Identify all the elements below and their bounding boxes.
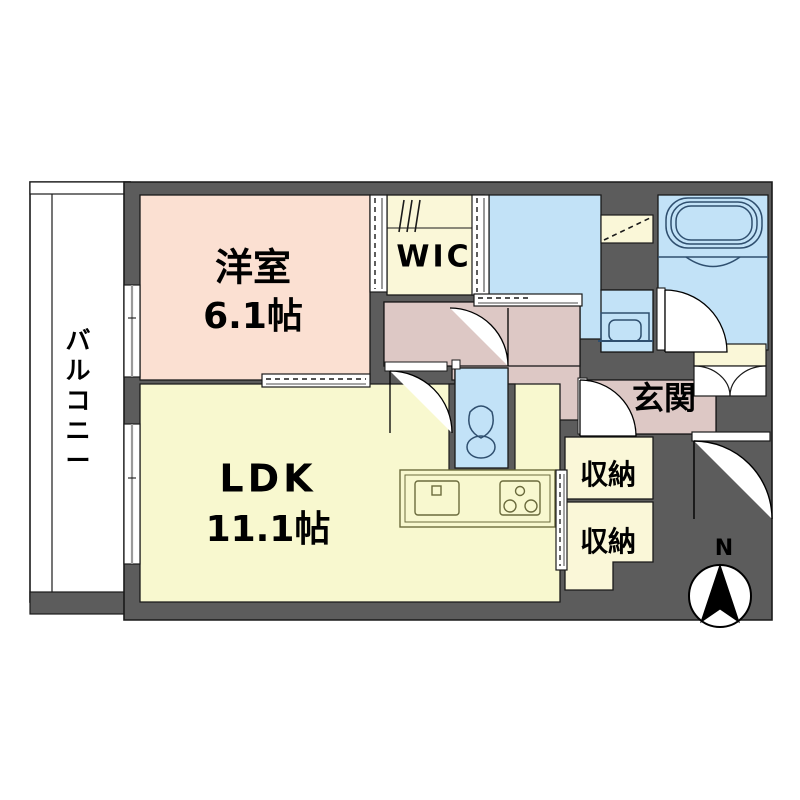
room-bedroom <box>139 194 371 381</box>
label-entrance: 玄関 <box>632 379 696 417</box>
hall-wic-partition[interactable] <box>473 293 583 307</box>
washroom-bath-approach <box>600 289 654 353</box>
label-ldk-area: 11.1帖 <box>206 509 331 550</box>
toilet-icon <box>466 405 496 459</box>
kitchen-counter <box>399 469 556 528</box>
bedroom-balcony-window[interactable] <box>123 284 141 378</box>
label-wic: WIC <box>396 240 471 275</box>
balcony-char-2: コ <box>65 386 90 415</box>
entrance-inner-door[interactable] <box>577 377 637 437</box>
ldk-hall-door[interactable] <box>384 361 453 434</box>
washbasin-vanity <box>600 214 654 244</box>
bedroom-wic-sliding-door[interactable] <box>369 194 388 293</box>
ldk-toilet-notch <box>448 367 516 471</box>
kitchen-sink-icon <box>414 480 460 516</box>
label-bedroom-area: 6.1帖 <box>203 296 303 337</box>
bedroom-ldk-sliding-door[interactable] <box>261 373 371 388</box>
washing-machine-space <box>598 312 653 342</box>
balcony-char-4: ー <box>65 446 90 475</box>
room-storage-lower <box>564 501 654 591</box>
storage-sliding-doors[interactable] <box>555 469 568 571</box>
label-balcony: バ ル コ ニ ー <box>65 326 90 475</box>
balcony-char-0: バ <box>65 326 90 355</box>
gas-stove-icon <box>499 480 541 516</box>
compass-rose: N <box>688 536 752 628</box>
wic-washroom-sliding-door[interactable] <box>471 194 490 296</box>
room-labels: 洋室 6.1帖 LDK 11.1帖 WIC 玄関 収納 収納 <box>203 240 696 559</box>
ldk-balcony-window[interactable] <box>123 423 141 565</box>
label-ldk-name: LDK <box>219 457 316 501</box>
balcony-char-1: ル <box>65 356 90 385</box>
label-storage-lower: 収納 <box>580 525 636 558</box>
wic-rod-icon <box>398 199 421 233</box>
bathtub-icon <box>658 197 768 268</box>
compass-north-label: N <box>715 536 733 561</box>
front-door[interactable] <box>691 431 773 520</box>
label-storage-upper: 収納 <box>580 458 636 491</box>
room-storage-upper <box>564 436 654 500</box>
bathroom-door[interactable] <box>656 287 728 353</box>
balcony-area <box>29 181 131 615</box>
balcony-char-3: ニ <box>65 416 90 445</box>
label-bedroom-name: 洋室 <box>215 246 291 290</box>
toilet-door[interactable] <box>449 303 510 370</box>
